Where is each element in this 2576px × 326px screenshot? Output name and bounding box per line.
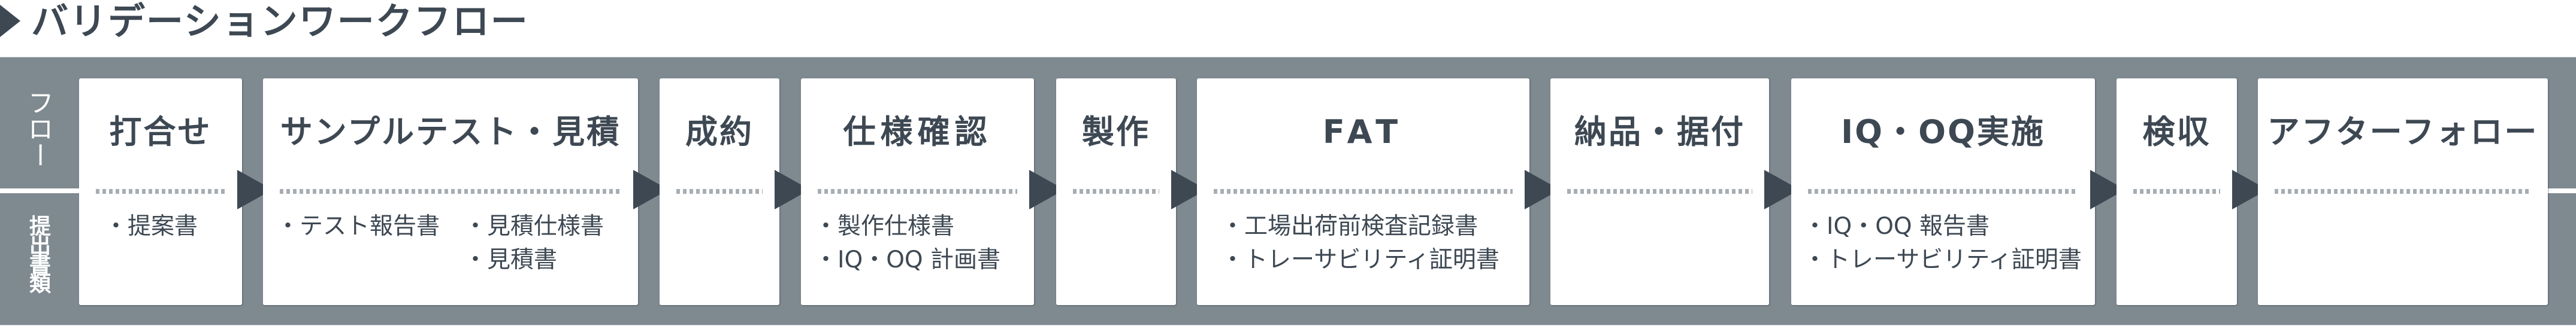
step-documents: テスト報告書 見積仕様書 見積書 <box>276 210 632 277</box>
step-card-fat: FAT 工場出荷前検査記録書 トレーサビリティ証明書 <box>1197 78 1529 305</box>
step-card-iq-oq-execution: IQ・OQ実施 IQ・OQ 報告書 トレーサビリティ証明書 <box>1791 78 2095 305</box>
row-separator-right <box>2548 188 2576 193</box>
step-title: 製作 <box>1082 113 1150 151</box>
step-card-manufacturing: 製作 <box>1056 78 1176 305</box>
step-title: サンプルテスト・見積 <box>280 113 621 151</box>
dotted-divider <box>676 189 763 194</box>
step-title: アフターフォロー <box>2267 113 2539 151</box>
step-card-acceptance: 検収 <box>2117 78 2237 305</box>
row-label-flow: フロー <box>23 89 53 168</box>
page-title: バリデーションワークフロー <box>31 0 529 43</box>
document-item: 製作仕様書 <box>814 210 1000 243</box>
step-card-contract: 成約 <box>660 78 779 305</box>
step-title: 納品・据付 <box>1574 113 1745 151</box>
step-card-after-follow: アフターフォロー <box>2258 78 2548 305</box>
document-item: IQ・OQ 報告書 <box>1803 210 2082 243</box>
doc-column: 工場出荷前検査記録書 トレーサビリティ証明書 <box>1221 210 1499 277</box>
doc-column: 見積仕様書 見積書 <box>464 210 604 277</box>
step-documents: 提案書 <box>104 210 236 243</box>
dotted-divider <box>2133 189 2220 194</box>
document-item: トレーサビリティ証明書 <box>1803 243 2082 277</box>
document-item: IQ・OQ 計画書 <box>814 243 1000 277</box>
step-title: IQ・OQ実施 <box>1841 113 2045 151</box>
step-title: 成約 <box>685 113 754 151</box>
dotted-divider <box>1073 189 1159 194</box>
step-title: 検収 <box>2142 113 2211 151</box>
dotted-divider <box>280 189 621 194</box>
doc-column: IQ・OQ 報告書 トレーサビリティ証明書 <box>1803 210 2082 277</box>
dotted-divider <box>818 189 1017 194</box>
dotted-divider <box>2275 189 2531 194</box>
step-title: 仕様確認 <box>843 113 992 151</box>
dotted-divider <box>1567 189 1752 194</box>
step-card-sample-test-estimate: サンプルテスト・見積 テスト報告書 見積仕様書 見積書 <box>263 78 638 305</box>
step-card-spec-confirmation: 仕様確認 製作仕様書 IQ・OQ 計画書 <box>801 78 1034 305</box>
step-documents: 製作仕様書 IQ・OQ 計画書 <box>814 210 1028 277</box>
row-separator-left <box>0 188 79 193</box>
step-card-delivery-installation: 納品・据付 <box>1550 78 1769 305</box>
step-documents: IQ・OQ 報告書 トレーサビリティ証明書 <box>1803 210 2089 277</box>
document-item: 提案書 <box>104 210 198 243</box>
document-item: トレーサビリティ証明書 <box>1221 243 1499 277</box>
row-label-documents: 提出書類 <box>26 214 50 291</box>
document-item: 見積仕様書 <box>464 210 604 243</box>
doc-column: 製作仕様書 IQ・OQ 計画書 <box>814 210 1000 277</box>
document-item: 工場出荷前検査記録書 <box>1221 210 1499 243</box>
doc-column: 提案書 <box>104 210 198 243</box>
dotted-divider <box>1808 189 2078 194</box>
doc-column: テスト報告書 <box>276 210 440 277</box>
step-documents: 工場出荷前検査記録書 トレーサビリティ証明書 <box>1221 210 1523 277</box>
step-card-meeting: 打合せ 提案書 <box>79 78 242 305</box>
document-item: 見積書 <box>464 243 604 277</box>
document-item: テスト報告書 <box>276 210 440 243</box>
dotted-divider <box>96 189 225 194</box>
step-title: FAT <box>1322 113 1404 151</box>
dotted-divider <box>1214 189 1513 194</box>
step-title: 打合せ <box>109 113 212 151</box>
triangle-marker-icon <box>0 5 20 37</box>
